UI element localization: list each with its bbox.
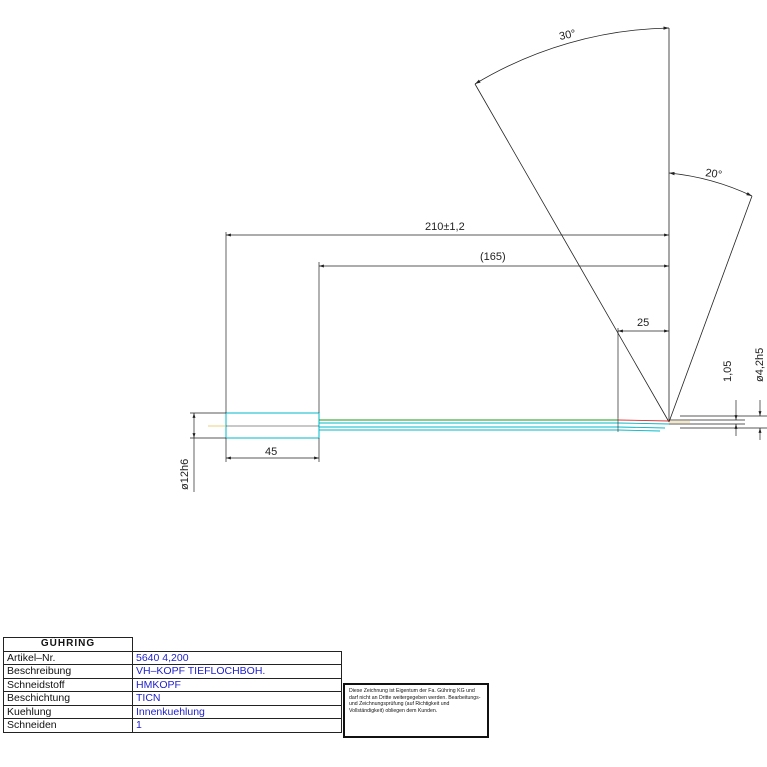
angle-large-label: 30° [558, 28, 577, 43]
table-row: Artikel–Nr. 5640 4,200 [3, 650, 342, 665]
row-value: HMKOPF [132, 677, 342, 692]
row-value: Innenkuehlung [132, 704, 342, 719]
row-label: Schneidstoff [3, 677, 133, 692]
row-label: Artikel–Nr. [3, 650, 133, 665]
row-value: 1 [132, 718, 342, 733]
flute-length-label: (165) [480, 251, 506, 263]
table-row: Schneiden 1 [3, 718, 342, 733]
company-logo: GÜHRING [3, 637, 133, 652]
angle-small-label: 20° [705, 167, 723, 181]
table-row: Schneidstoff HMKOPF [3, 677, 342, 692]
table-row: Beschichtung TICN [3, 691, 342, 706]
tip-length-label: 25 [637, 317, 649, 329]
angle-construction [474, 26, 753, 423]
row-label: Schneiden [3, 718, 133, 733]
row-label: Beschreibung [3, 664, 133, 679]
tip-offset-label: 1,05 [722, 361, 734, 382]
row-value: 5640 4,200 [132, 650, 342, 665]
row-value: VH–KOPF TIEFLOCHBOH. [132, 664, 342, 679]
row-label: Beschichtung [3, 691, 133, 706]
dimension-lines [190, 232, 767, 492]
ownership-note: Diese Zeichnung ist Eigentum der Fa. Güh… [343, 683, 489, 738]
tip-diameter-label: ø4,2h5 [754, 348, 766, 382]
row-label: Kuehlung [3, 704, 133, 719]
table-row: Beschreibung VH–KOPF TIEFLOCHBOH. [3, 664, 342, 679]
title-block: GÜHRING Artikel–Nr. 5640 4,200 Beschreib… [3, 637, 342, 733]
row-value: TICN [132, 691, 342, 706]
table-row: Kuehlung Innenkuehlung [3, 704, 342, 719]
shank-length-label: 45 [265, 446, 277, 458]
total-length-label: 210±1,2 [425, 221, 465, 233]
shank-diameter-label: ø12h6 [179, 459, 191, 490]
tool-body [208, 412, 690, 439]
